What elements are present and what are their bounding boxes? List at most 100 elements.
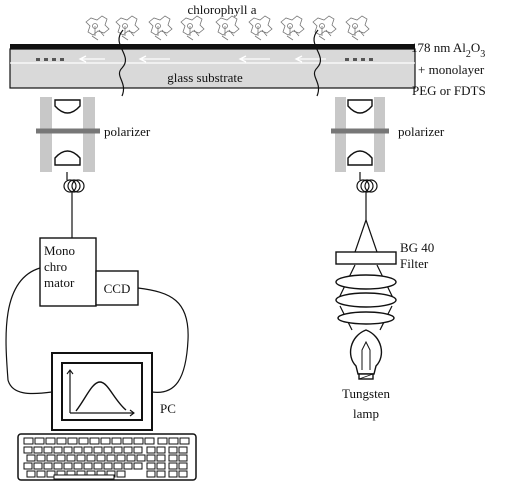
keyboard [17, 433, 197, 481]
keyboard-key [78, 437, 89, 445]
keyboard-key [36, 454, 46, 462]
keyboard-key [46, 454, 56, 462]
keyboard-key [89, 437, 100, 445]
lamp-line2: lamp [353, 406, 379, 421]
keyboard-key [126, 454, 136, 462]
pc-label: PC [160, 401, 176, 416]
keyboard-key [156, 462, 166, 470]
keyboard-key [178, 454, 188, 462]
keyboard-key [23, 462, 33, 470]
keyboard-key [73, 446, 83, 454]
chlorophyll-molecule [215, 15, 240, 41]
keyboard-key [113, 446, 123, 454]
lens-3 [337, 311, 395, 325]
coating-sub-3: 3 [480, 49, 485, 60]
coating-label-line2: + monolayer [418, 62, 485, 77]
keyboard-key [179, 437, 190, 445]
chlorophyll-molecule [148, 15, 173, 41]
keyboard-key [123, 462, 133, 470]
keyboard-key [156, 470, 166, 478]
guided-light-arrows [78, 55, 326, 63]
ccd-label: CCD [104, 281, 131, 296]
keyboard-key [178, 462, 188, 470]
chlorophyll-molecule [312, 15, 337, 41]
keyboard-key [113, 462, 123, 470]
keyboard-key [56, 454, 66, 462]
keyboard-key [43, 462, 53, 470]
keyboard-key [111, 437, 122, 445]
filter-line1: BG 40 [400, 240, 434, 255]
mono-line3: mator [44, 275, 75, 290]
keyboard-key [123, 446, 133, 454]
keyboard-key [168, 462, 178, 470]
lamp-filament [361, 340, 371, 370]
grating-left [36, 58, 64, 61]
chlorophyll-molecules [85, 15, 370, 41]
waveguide [9, 29, 416, 97]
keyboard-key [144, 437, 155, 445]
keyboard-key [103, 462, 113, 470]
keyboard-key [46, 470, 56, 478]
coating-letter-o: O [471, 40, 480, 55]
cable-ccd-pc [137, 287, 189, 393]
keyboard-key [53, 446, 63, 454]
coating-sub-2: 2 [466, 49, 471, 60]
chlorophyll-molecule [280, 15, 305, 41]
coating-label-line1: 178 nm Al [411, 40, 466, 55]
keyboard-key [53, 462, 63, 470]
molecule-label: chlorophyll a [188, 2, 257, 17]
monitor-screen [61, 362, 143, 421]
keyboard-key [168, 437, 179, 445]
lens-right-top [347, 99, 373, 114]
keyboard-key [168, 454, 178, 462]
lens-1 [335, 274, 397, 290]
keyboard-key [33, 462, 43, 470]
pc-monitor [51, 352, 153, 431]
coating-label: 178 nm Al2O3 + monolayer PEG or FDTS [411, 40, 486, 98]
keyboard-key [178, 446, 188, 454]
keyboard-key [93, 462, 103, 470]
keyboard-key [53, 474, 115, 480]
bg40-filter [335, 251, 397, 265]
lens-2 [335, 292, 397, 308]
keyboard-key [133, 462, 143, 470]
ccd-box [95, 270, 139, 306]
keyboard-key [133, 446, 143, 454]
keyboard-key [116, 470, 126, 478]
beam-out-left [118, 29, 126, 97]
keyboard-key [156, 446, 166, 454]
keyboard-key [66, 454, 76, 462]
tungsten-lamp [349, 329, 383, 380]
lens-left-bottom [54, 150, 81, 166]
keyboard-key [146, 446, 156, 454]
keyboard-key [67, 437, 78, 445]
keyboard-key [63, 446, 73, 454]
keyboard-key [93, 446, 103, 454]
keyboard-key [26, 470, 36, 478]
mono-line2: chro [44, 259, 67, 274]
keyboard-key [76, 454, 86, 462]
keyboard-key [56, 437, 67, 445]
illumination-optics [335, 219, 397, 331]
lens-right-bottom [347, 150, 373, 166]
keyboard-key [157, 437, 168, 445]
keyboard-key [73, 462, 83, 470]
chlorophyll-molecule [345, 15, 370, 41]
substrate-label: glass substrate [167, 70, 243, 85]
keyboard-key [45, 437, 56, 445]
polarizer-left [36, 97, 100, 172]
alumina-layer [10, 44, 415, 49]
keyboard-key [168, 470, 178, 478]
monochromator-box [39, 237, 97, 307]
keyboard-key [43, 446, 53, 454]
fiber-left [63, 172, 85, 238]
keyboard-key [100, 437, 111, 445]
keyboard-key [146, 470, 156, 478]
grating-right [345, 58, 373, 61]
keyboard-key [83, 462, 93, 470]
keyboard-key [122, 437, 133, 445]
beam-in-right [313, 29, 321, 97]
chlorophyll-molecule [248, 15, 273, 41]
